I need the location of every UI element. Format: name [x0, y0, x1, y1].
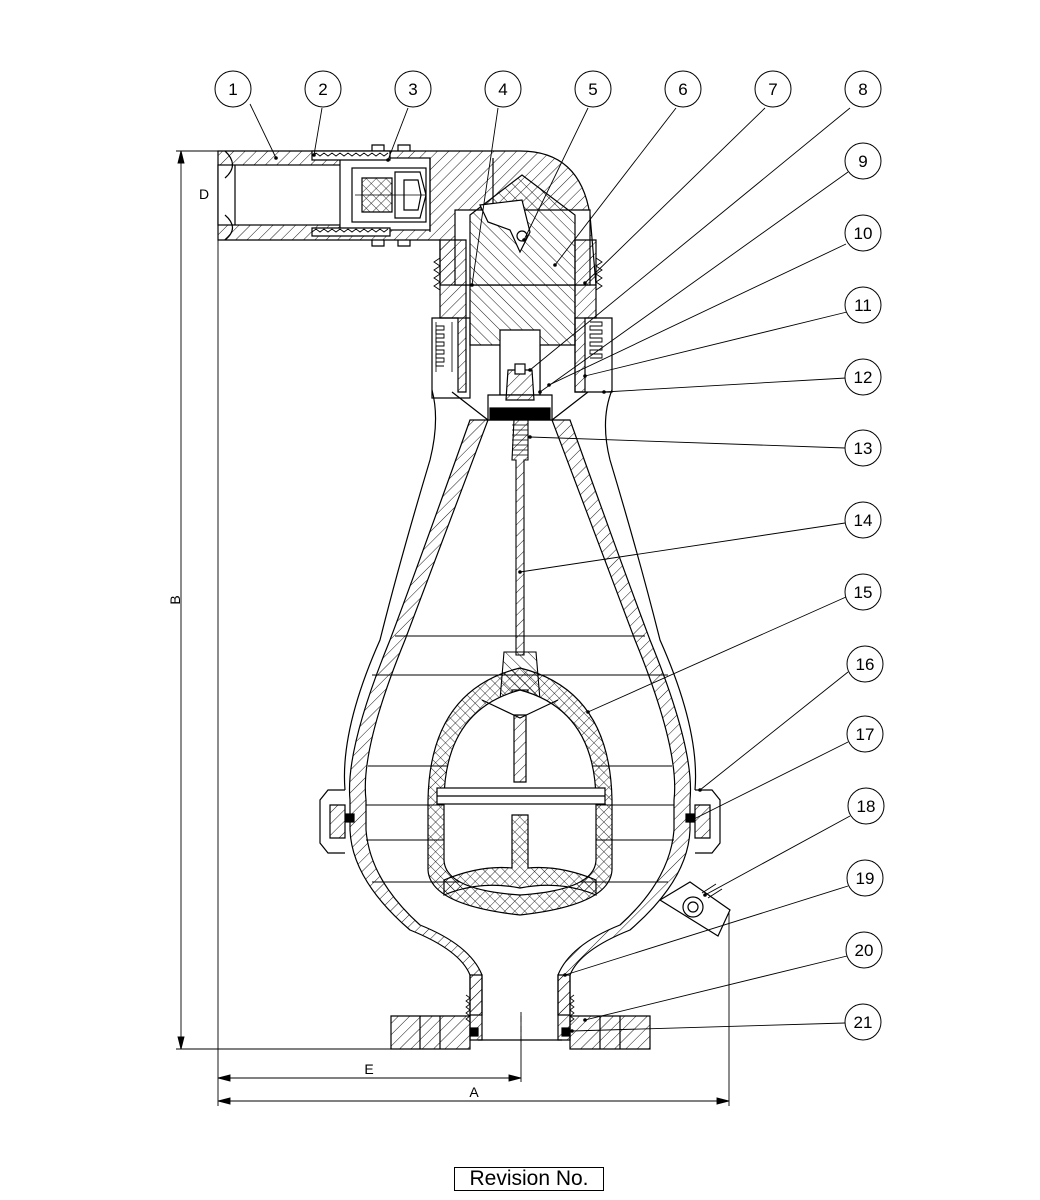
dimension-label-e: E — [364, 1061, 373, 1077]
svg-text:20: 20 — [855, 941, 874, 960]
balloon-16: 16 — [846, 645, 884, 683]
balloon-9: 9 — [844, 142, 882, 180]
svg-text:9: 9 — [858, 152, 867, 171]
dimension-lines — [176, 150, 730, 1106]
balloon-7: 7 — [754, 70, 792, 108]
drain-valve — [658, 881, 731, 937]
svg-text:3: 3 — [408, 80, 417, 99]
revision-label: Revision No. — [454, 1167, 604, 1191]
dimension-label-d: D — [199, 186, 209, 202]
balloon-6: 6 — [664, 70, 702, 108]
balloon-11: 11 — [844, 286, 882, 324]
balloon-18: 18 — [847, 787, 885, 825]
balloon-5: 5 — [574, 70, 612, 108]
svg-text:19: 19 — [856, 869, 875, 888]
balloon-13: 13 — [844, 429, 882, 467]
balloon-20: 20 — [845, 931, 883, 969]
svg-text:17: 17 — [856, 725, 875, 744]
svg-text:5: 5 — [588, 80, 597, 99]
dimension-label-a: A — [469, 1084, 479, 1100]
leader-lines — [249, 103, 851, 1032]
balloon-15: 15 — [844, 573, 882, 611]
balloon-12: 12 — [844, 358, 882, 396]
dimension-label-b: B — [167, 595, 183, 604]
balloon-2: 2 — [304, 70, 342, 108]
svg-text:1: 1 — [228, 80, 237, 99]
svg-text:6: 6 — [678, 80, 687, 99]
balloon-4: 4 — [484, 70, 522, 108]
svg-text:4: 4 — [498, 80, 507, 99]
balloon-14: 14 — [844, 501, 882, 539]
svg-text:8: 8 — [858, 80, 867, 99]
inlet-flange — [390, 974, 651, 1050]
svg-text:12: 12 — [854, 368, 873, 387]
svg-text:11: 11 — [854, 296, 872, 315]
svg-text:21: 21 — [854, 1013, 873, 1032]
svg-text:10: 10 — [854, 224, 873, 243]
balloon-8: 8 — [844, 70, 882, 108]
svg-text:13: 13 — [854, 439, 873, 458]
part-balloons: 1 2 3 4 5 6 7 8 9 10 11 12 13 14 15 16 1… — [214, 70, 885, 1041]
svg-text:2: 2 — [318, 80, 327, 99]
float-stem — [499, 419, 541, 705]
svg-text:16: 16 — [856, 655, 875, 674]
svg-text:14: 14 — [854, 511, 873, 530]
balloon-19: 19 — [846, 859, 884, 897]
svg-text:7: 7 — [768, 80, 777, 99]
balloon-10: 10 — [844, 214, 882, 252]
balloon-21: 21 — [844, 1003, 882, 1041]
leader-dots — [274, 153, 707, 1033]
svg-text:15: 15 — [854, 583, 873, 602]
balloon-17: 17 — [846, 715, 884, 753]
lower-float — [427, 667, 613, 916]
balloon-1: 1 — [214, 70, 252, 108]
svg-text:18: 18 — [857, 797, 876, 816]
balloon-3: 3 — [394, 70, 432, 108]
upper-housing — [431, 174, 613, 421]
